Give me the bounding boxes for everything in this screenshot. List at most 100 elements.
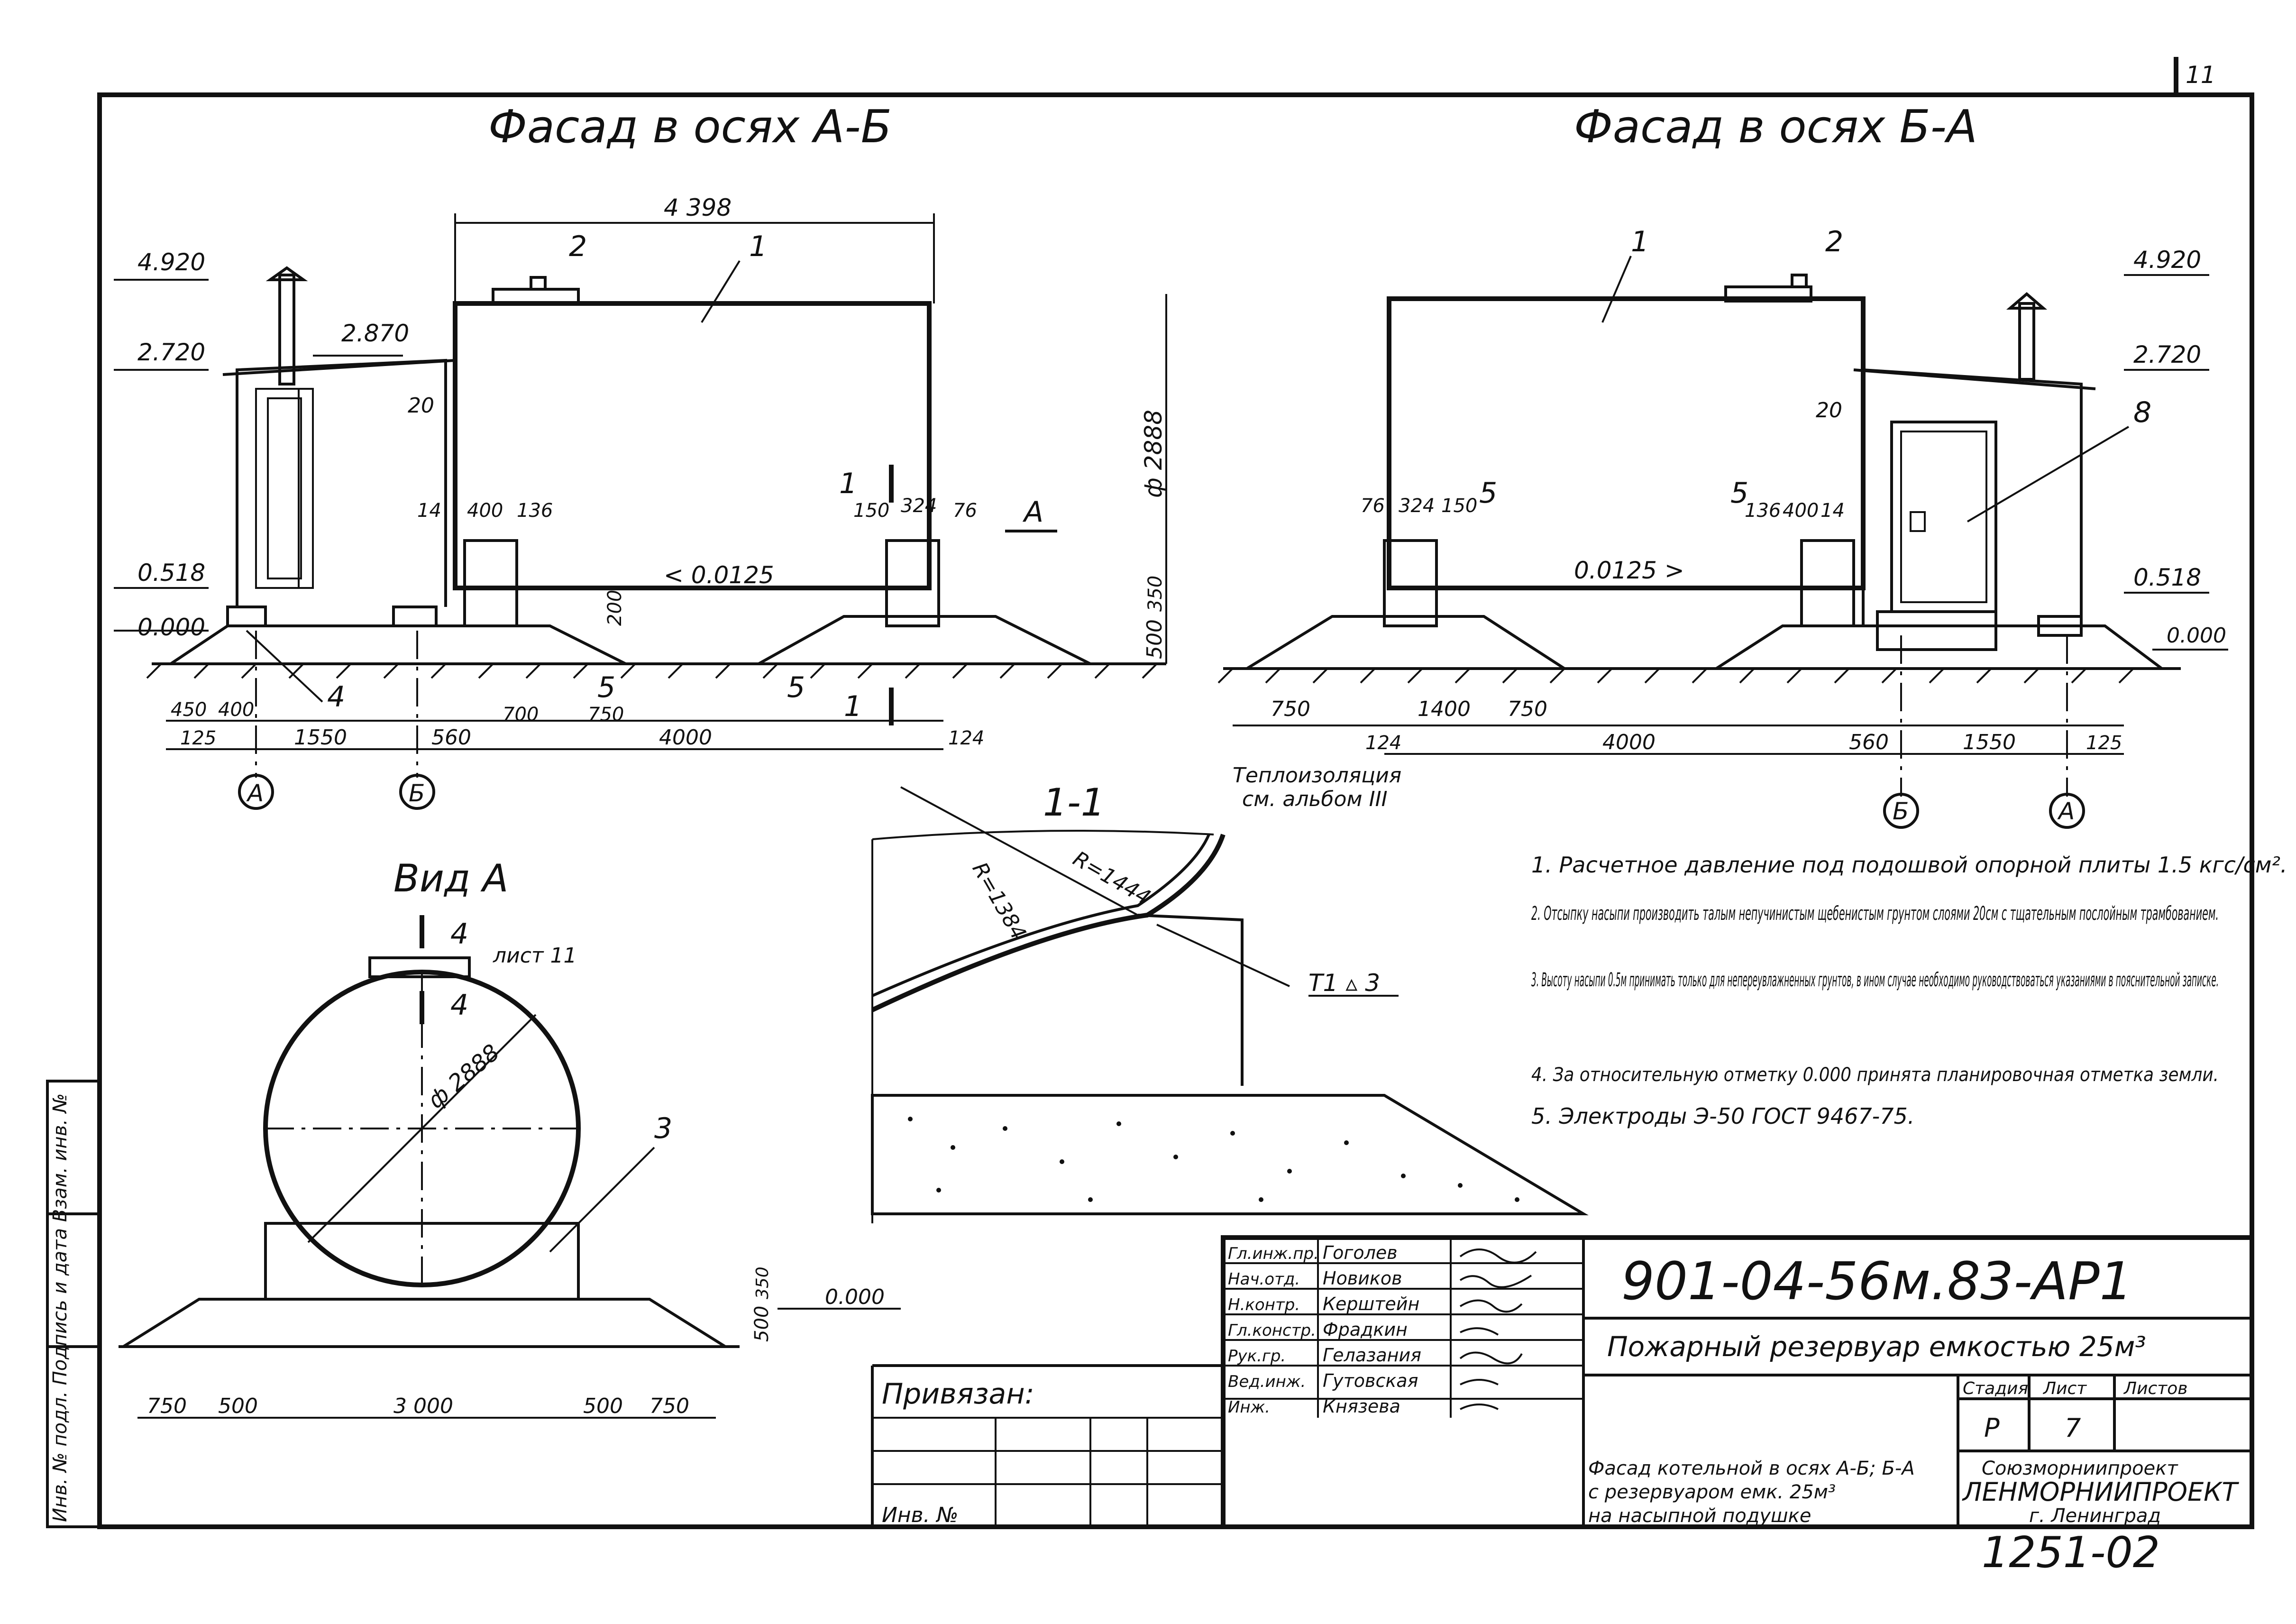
- archive-number: 1251-02: [1982, 1528, 2160, 1578]
- d200-left: 200: [604, 590, 626, 626]
- insulation-note-2: см. альбом III: [1242, 787, 1388, 811]
- svg-text:Керштейн: Керштейн: [1323, 1294, 1419, 1314]
- dim-4398: 4 398: [664, 194, 732, 221]
- d136-left: 136: [517, 500, 553, 522]
- ground-hatch-left: [146, 663, 1158, 679]
- svg-text:Н.контр.: Н.контр.: [1228, 1295, 1300, 1314]
- embankment-view-a: [122, 1298, 726, 1348]
- d700-left: 700: [503, 704, 539, 725]
- d350-view-a: 350: [753, 1266, 772, 1299]
- boiler-house-right: [1853, 292, 2096, 651]
- saddle-right-1: [1383, 539, 1438, 627]
- d324-right: 324: [1399, 495, 1435, 517]
- svg-text:0.000: 0.000: [137, 614, 205, 641]
- callout-2-right: 2: [1825, 225, 1843, 258]
- saddle-left-1: [463, 539, 518, 627]
- axis-b-right: Б: [1893, 798, 1909, 825]
- sheet-header: Лист: [2042, 1379, 2087, 1398]
- r-1384: R=1384: [967, 858, 1031, 944]
- sheets-header: Листов: [2123, 1379, 2187, 1398]
- note-1: 1. Расчетное давление под подошвой опорн…: [1531, 852, 2287, 878]
- d750-right-a: 750: [1271, 697, 1310, 721]
- cut-1-bottom: 1: [844, 690, 862, 723]
- d400-left: 400: [467, 500, 503, 522]
- d1550-right: 1550: [1963, 730, 2016, 754]
- d125-right: 125: [2086, 732, 2122, 754]
- d500-view-a-b: 500: [583, 1394, 623, 1418]
- callout-2-left: 2: [569, 230, 587, 263]
- callout-5-left-a: 5: [597, 671, 615, 704]
- privyazan: Привязан:: [882, 1377, 1034, 1411]
- svg-text:0.518: 0.518: [2133, 564, 2201, 591]
- d324-left: 324: [901, 495, 937, 517]
- d560-right: 560: [1849, 730, 1889, 754]
- svg-text:0.518: 0.518: [137, 559, 205, 587]
- tank-right: [1387, 296, 1866, 590]
- callout-4-view-a-a: 4: [450, 918, 468, 951]
- elevations-left: 4.920 2.720 2.870 0.518 0.000: [114, 248, 409, 641]
- signatures: [1459, 1248, 1537, 1410]
- d350-left: 350: [1144, 576, 1166, 612]
- svg-text:2.870: 2.870: [341, 320, 409, 347]
- d76-right: 76: [1361, 495, 1385, 517]
- section-11-title: 1-1: [1043, 780, 1105, 825]
- side-stamp-text: Инв. № подл. Подпись и дата Взам. инв. №: [49, 1093, 71, 1522]
- d76-left: 76: [953, 500, 977, 522]
- d20-right: 20: [1816, 398, 1842, 422]
- stage-value: Р: [1984, 1413, 2000, 1443]
- sheet-number: 11: [2186, 61, 2216, 89]
- view-a-title: Вид А: [393, 856, 508, 900]
- title-block: [871, 1235, 2254, 1529]
- callout-5-right-b: 5: [1730, 477, 1748, 510]
- saddle-right-2: [1800, 539, 1855, 627]
- facade-ba-title: Фасад в осях Б-А: [1574, 101, 1977, 153]
- side-stamp: [46, 1080, 101, 1528]
- dia-2888-left: ф 2888: [1140, 410, 1167, 498]
- d14-left: 14: [417, 500, 441, 522]
- elev-0000-view-a: 0.000: [825, 1285, 885, 1309]
- callout-1-left: 1: [749, 230, 767, 263]
- note-5: 5. Электроды Э-50 ГОСТ 9467-75.: [1531, 1103, 1914, 1129]
- svg-text:Князева: Князева: [1323, 1396, 1400, 1417]
- axis-a-right: А: [2057, 798, 2075, 825]
- d136-right: 136: [1745, 500, 1781, 522]
- d1550-left: 1550: [294, 725, 347, 750]
- d400-right: 400: [1783, 500, 1819, 522]
- saddle-left-2: [885, 539, 940, 627]
- insulation-note-1: Теплоизоляция: [1233, 763, 1401, 788]
- d1400-right: 1400: [1418, 697, 1471, 721]
- svg-text:Вед.инж.: Вед.инж.: [1228, 1372, 1306, 1391]
- notes: 1. Расчетное давление под подошвой опорн…: [1531, 852, 2287, 1129]
- sheet-value: 7: [2065, 1413, 2081, 1443]
- d750-right-b: 750: [1508, 697, 1547, 721]
- d450-left: 450: [171, 699, 207, 721]
- gravel-dots: [908, 1117, 1519, 1202]
- svg-text:2.720: 2.720: [137, 339, 205, 366]
- svg-text:Инж.: Инж.: [1228, 1398, 1270, 1417]
- facade-ab-title: Фасад в осях А-Б: [488, 101, 892, 153]
- svg-text:Гоголев: Гоголев: [1323, 1242, 1398, 1263]
- door: [1890, 421, 1997, 613]
- embankment-right-1: [1246, 615, 1565, 670]
- section-curve-inner: [871, 834, 1210, 997]
- callout-8: 8: [2133, 396, 2151, 429]
- d500-view-a: 500: [751, 1306, 773, 1342]
- svg-text:Рук.гр.: Рук.гр.: [1228, 1347, 1286, 1366]
- tank-left: [453, 301, 932, 590]
- callout-4-left: 4: [327, 680, 345, 714]
- ground-hatch-right: [1217, 668, 2134, 684]
- d750-view-a-b: 750: [649, 1394, 689, 1418]
- svg-text:Гл.констр.: Гл.констр.: [1228, 1321, 1316, 1340]
- svg-text:2.720: 2.720: [2133, 341, 2201, 368]
- section-curve-outer: [871, 834, 1226, 1012]
- d750-view-a-a: 750: [147, 1394, 187, 1418]
- org-3: г. Ленинград: [2029, 1505, 2161, 1527]
- svg-text:Фрадкин: Фрадкин: [1323, 1319, 1408, 1340]
- axis-a-left: А: [246, 780, 264, 807]
- sheet-title-1: Фасад котельной в осях А-Б; Б-А: [1588, 1458, 1915, 1479]
- d4000-left: 4000: [659, 725, 712, 750]
- org-2: ЛЕНМОРНИИПРОЕКТ: [1962, 1477, 2240, 1507]
- d125-left: 125: [180, 727, 216, 749]
- doc-code: 901-04-56м.83-АР1: [1621, 1251, 2132, 1312]
